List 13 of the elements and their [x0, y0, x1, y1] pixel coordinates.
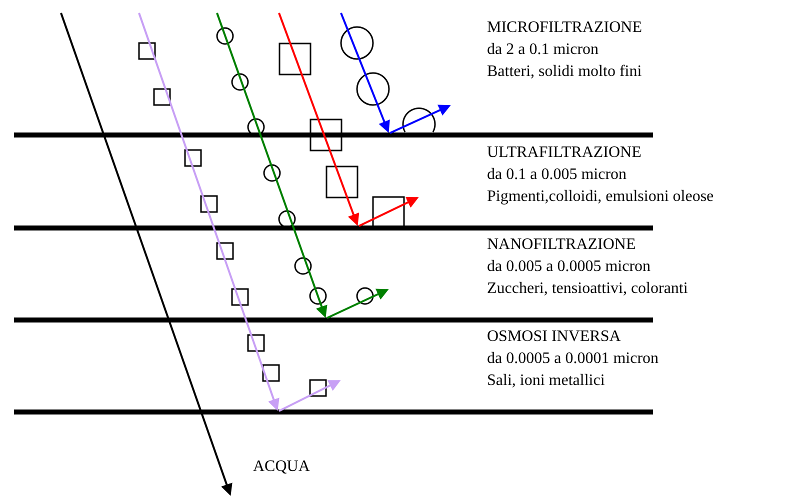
- retained-items-text: Zuccheri, tensioattivi, coloranti: [487, 279, 688, 298]
- process-heading: ULTRAFILTRAZIONE: [487, 143, 642, 162]
- retained-items-text: Sali, ioni metallici: [487, 371, 605, 390]
- size-range-text: da 0.0005 a 0.0001 micron: [487, 349, 659, 368]
- retained-items-text: Pigmenti,colloidi, emulsioni oleose: [487, 187, 714, 206]
- size-range-text: da 0.005 a 0.0005 micron: [487, 257, 651, 276]
- size-range-text: da 2 a 0.1 micron: [487, 40, 599, 59]
- water-label: ACQUA: [253, 457, 310, 476]
- process-heading: OSMOSI INVERSA: [487, 327, 621, 346]
- process-heading: MICROFILTRAZIONE: [487, 18, 642, 37]
- retained-items-text: Batteri, solidi molto fini: [487, 62, 642, 81]
- process-heading: NANOFILTRAZIONE: [487, 235, 636, 254]
- size-range-text: da 0.1 a 0.005 micron: [487, 165, 627, 184]
